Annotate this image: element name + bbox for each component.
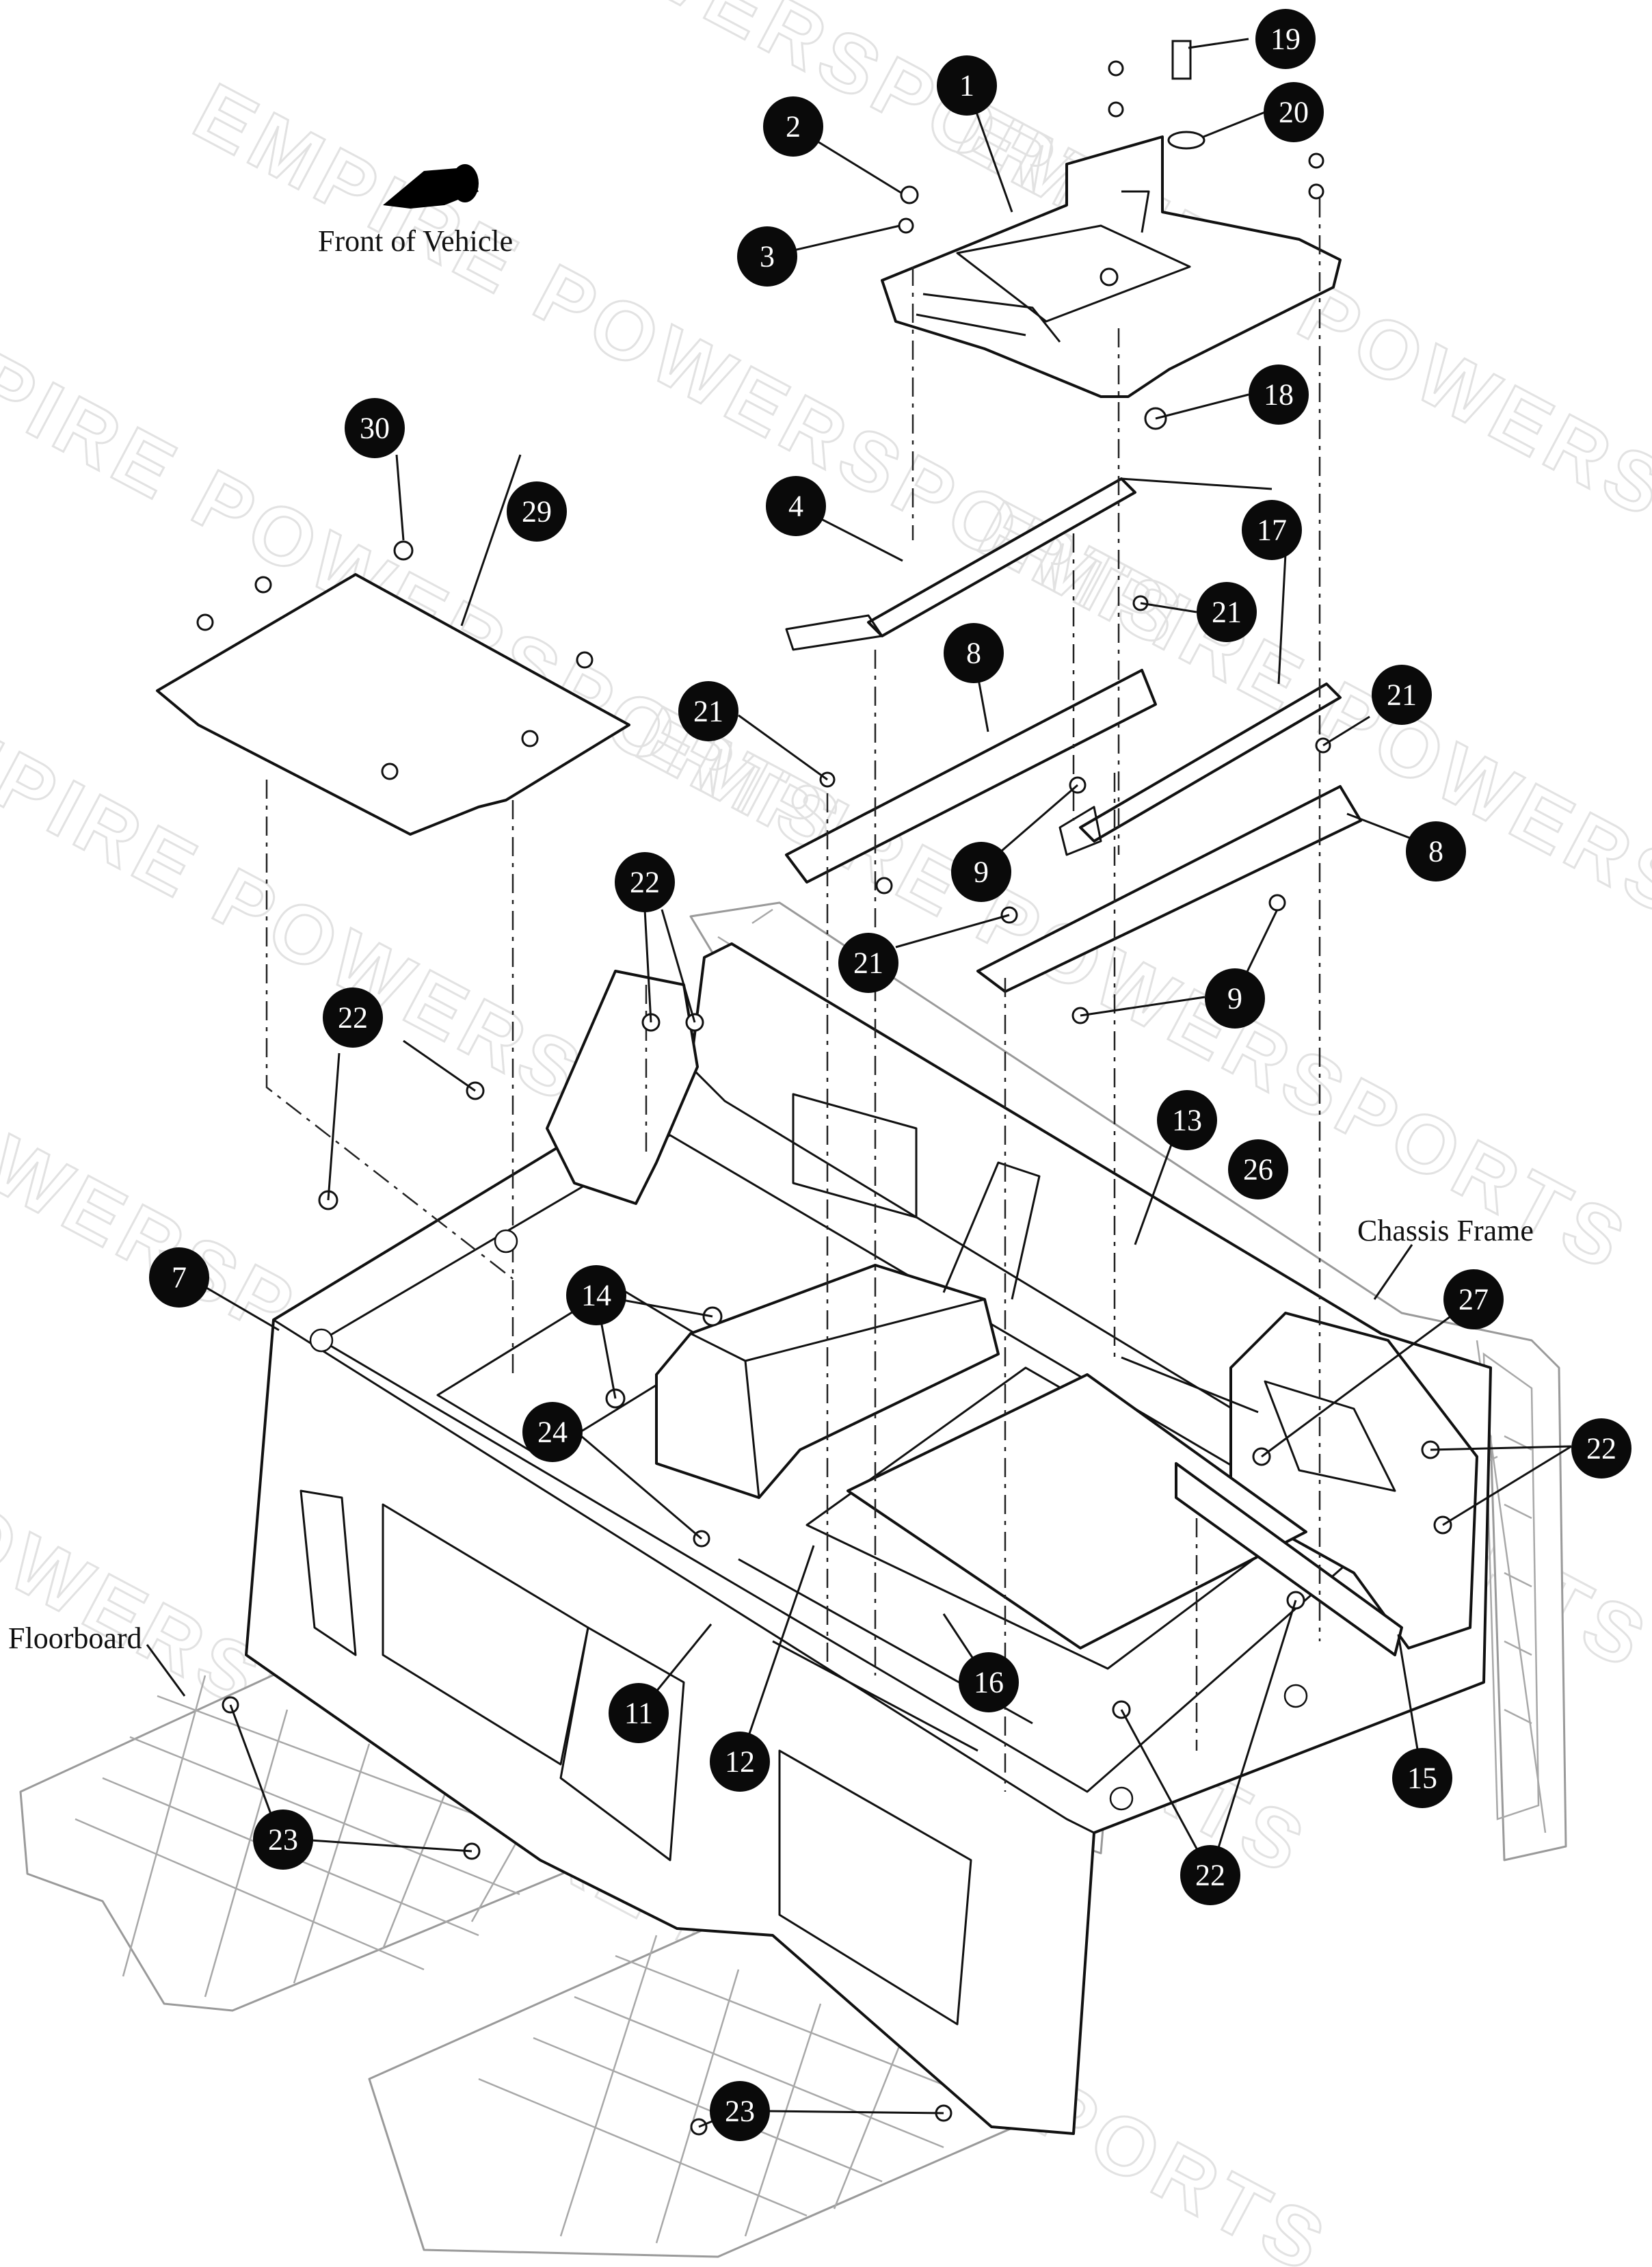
svg-text:1: 1 <box>959 69 974 103</box>
svg-text:11: 11 <box>624 1697 653 1730</box>
svg-text:30: 30 <box>360 412 390 445</box>
front-of-vehicle-label: Front of Vehicle <box>318 224 513 258</box>
seat-brackets <box>785 669 1362 993</box>
svg-text:22: 22 <box>338 1001 368 1035</box>
callouts: 1 2 3 4 7 8 8 9 9 11 12 13 14 15 16 17 1… <box>149 9 1631 2141</box>
callout-18[interactable]: 18 <box>1249 364 1309 425</box>
callout-14[interactable]: 14 <box>566 1265 626 1325</box>
svg-text:22: 22 <box>1586 1432 1616 1466</box>
svg-text:29: 29 <box>522 495 552 529</box>
callout-9-lower[interactable]: 9 <box>1205 968 1265 1029</box>
callout-3[interactable]: 3 <box>737 226 797 287</box>
callout-21-a[interactable]: 21 <box>1197 582 1257 642</box>
svg-text:20: 20 <box>1279 96 1309 129</box>
callout-22-c[interactable]: 22 <box>1571 1418 1631 1479</box>
callout-23-a[interactable]: 23 <box>253 1809 313 1870</box>
svg-text:9: 9 <box>974 856 989 889</box>
callout-22-d[interactable]: 22 <box>1180 1845 1240 1905</box>
tub-holes <box>309 1229 1308 1811</box>
svg-text:21: 21 <box>1387 678 1417 712</box>
svg-text:4: 4 <box>788 490 803 523</box>
svg-text:23: 23 <box>268 1823 298 1857</box>
svg-text:26: 26 <box>1243 1153 1273 1186</box>
svg-text:3: 3 <box>760 240 775 274</box>
callout-2[interactable]: 2 <box>763 96 823 157</box>
svg-text:16: 16 <box>974 1666 1004 1699</box>
seat-rails <box>785 477 1342 856</box>
callout-21-d[interactable]: 21 <box>838 933 898 993</box>
svg-text:9: 9 <box>1227 982 1242 1016</box>
callout-19[interactable]: 19 <box>1255 9 1316 69</box>
svg-text:14: 14 <box>581 1279 611 1312</box>
floorboard-left-pattern <box>75 1675 561 1998</box>
svg-text:22: 22 <box>630 866 660 899</box>
svg-text:8: 8 <box>1428 835 1443 869</box>
svg-text:12: 12 <box>725 1745 755 1779</box>
front-direction-arrow <box>383 164 479 209</box>
callout-17[interactable]: 17 <box>1242 500 1302 560</box>
svg-text:19: 19 <box>1270 23 1301 56</box>
svg-text:15: 15 <box>1407 1762 1437 1795</box>
callout-8-upper[interactable]: 8 <box>944 623 1004 683</box>
callout-4[interactable]: 4 <box>766 476 826 536</box>
callout-16[interactable]: 16 <box>959 1652 1019 1712</box>
callout-20[interactable]: 20 <box>1264 82 1324 142</box>
callout-8-lower[interactable]: 8 <box>1406 821 1466 881</box>
floorboard-label: Floorboard <box>8 1621 142 1655</box>
callout-15[interactable]: 15 <box>1392 1748 1452 1808</box>
callout-1[interactable]: 1 <box>937 55 997 116</box>
callout-24[interactable]: 24 <box>522 1402 583 1462</box>
svg-text:22: 22 <box>1195 1859 1225 1892</box>
svg-text:18: 18 <box>1264 378 1294 412</box>
callout-13[interactable]: 13 <box>1157 1090 1217 1150</box>
svg-text:8: 8 <box>966 637 981 670</box>
svg-text:13: 13 <box>1172 1104 1202 1137</box>
callout-21-b[interactable]: 21 <box>678 681 738 741</box>
body-tub <box>245 942 1492 2135</box>
callout-11[interactable]: 11 <box>609 1683 669 1743</box>
svg-text:27: 27 <box>1458 1283 1489 1316</box>
svg-text:2: 2 <box>786 110 801 144</box>
callout-23-b[interactable]: 23 <box>710 2081 770 2141</box>
chassis-frame-label: Chassis Frame <box>1357 1214 1534 1247</box>
callout-7[interactable]: 7 <box>149 1247 209 1308</box>
svg-text:21: 21 <box>693 695 723 728</box>
floorboard-right-pattern <box>478 1935 999 2244</box>
callout-27[interactable]: 27 <box>1443 1269 1504 1329</box>
svg-text:21: 21 <box>853 946 883 980</box>
callout-22-a[interactable]: 22 <box>615 852 675 912</box>
callout-26[interactable]: 26 <box>1228 1139 1288 1199</box>
svg-text:17: 17 <box>1257 514 1287 547</box>
callout-21-c[interactable]: 21 <box>1372 665 1432 725</box>
svg-text:7: 7 <box>172 1261 187 1295</box>
seat-base-plate <box>881 135 1342 398</box>
svg-text:23: 23 <box>725 2095 755 2128</box>
access-panel <box>156 573 630 836</box>
callout-9-upper[interactable]: 9 <box>951 842 1011 902</box>
callout-30[interactable]: 30 <box>345 398 405 458</box>
svg-text:24: 24 <box>537 1416 568 1449</box>
callout-12[interactable]: 12 <box>710 1732 770 1792</box>
callout-22-b[interactable]: 22 <box>323 987 383 1048</box>
assembly-lines <box>265 198 1321 1792</box>
svg-text:21: 21 <box>1212 596 1242 629</box>
callout-29[interactable]: 29 <box>507 481 567 542</box>
